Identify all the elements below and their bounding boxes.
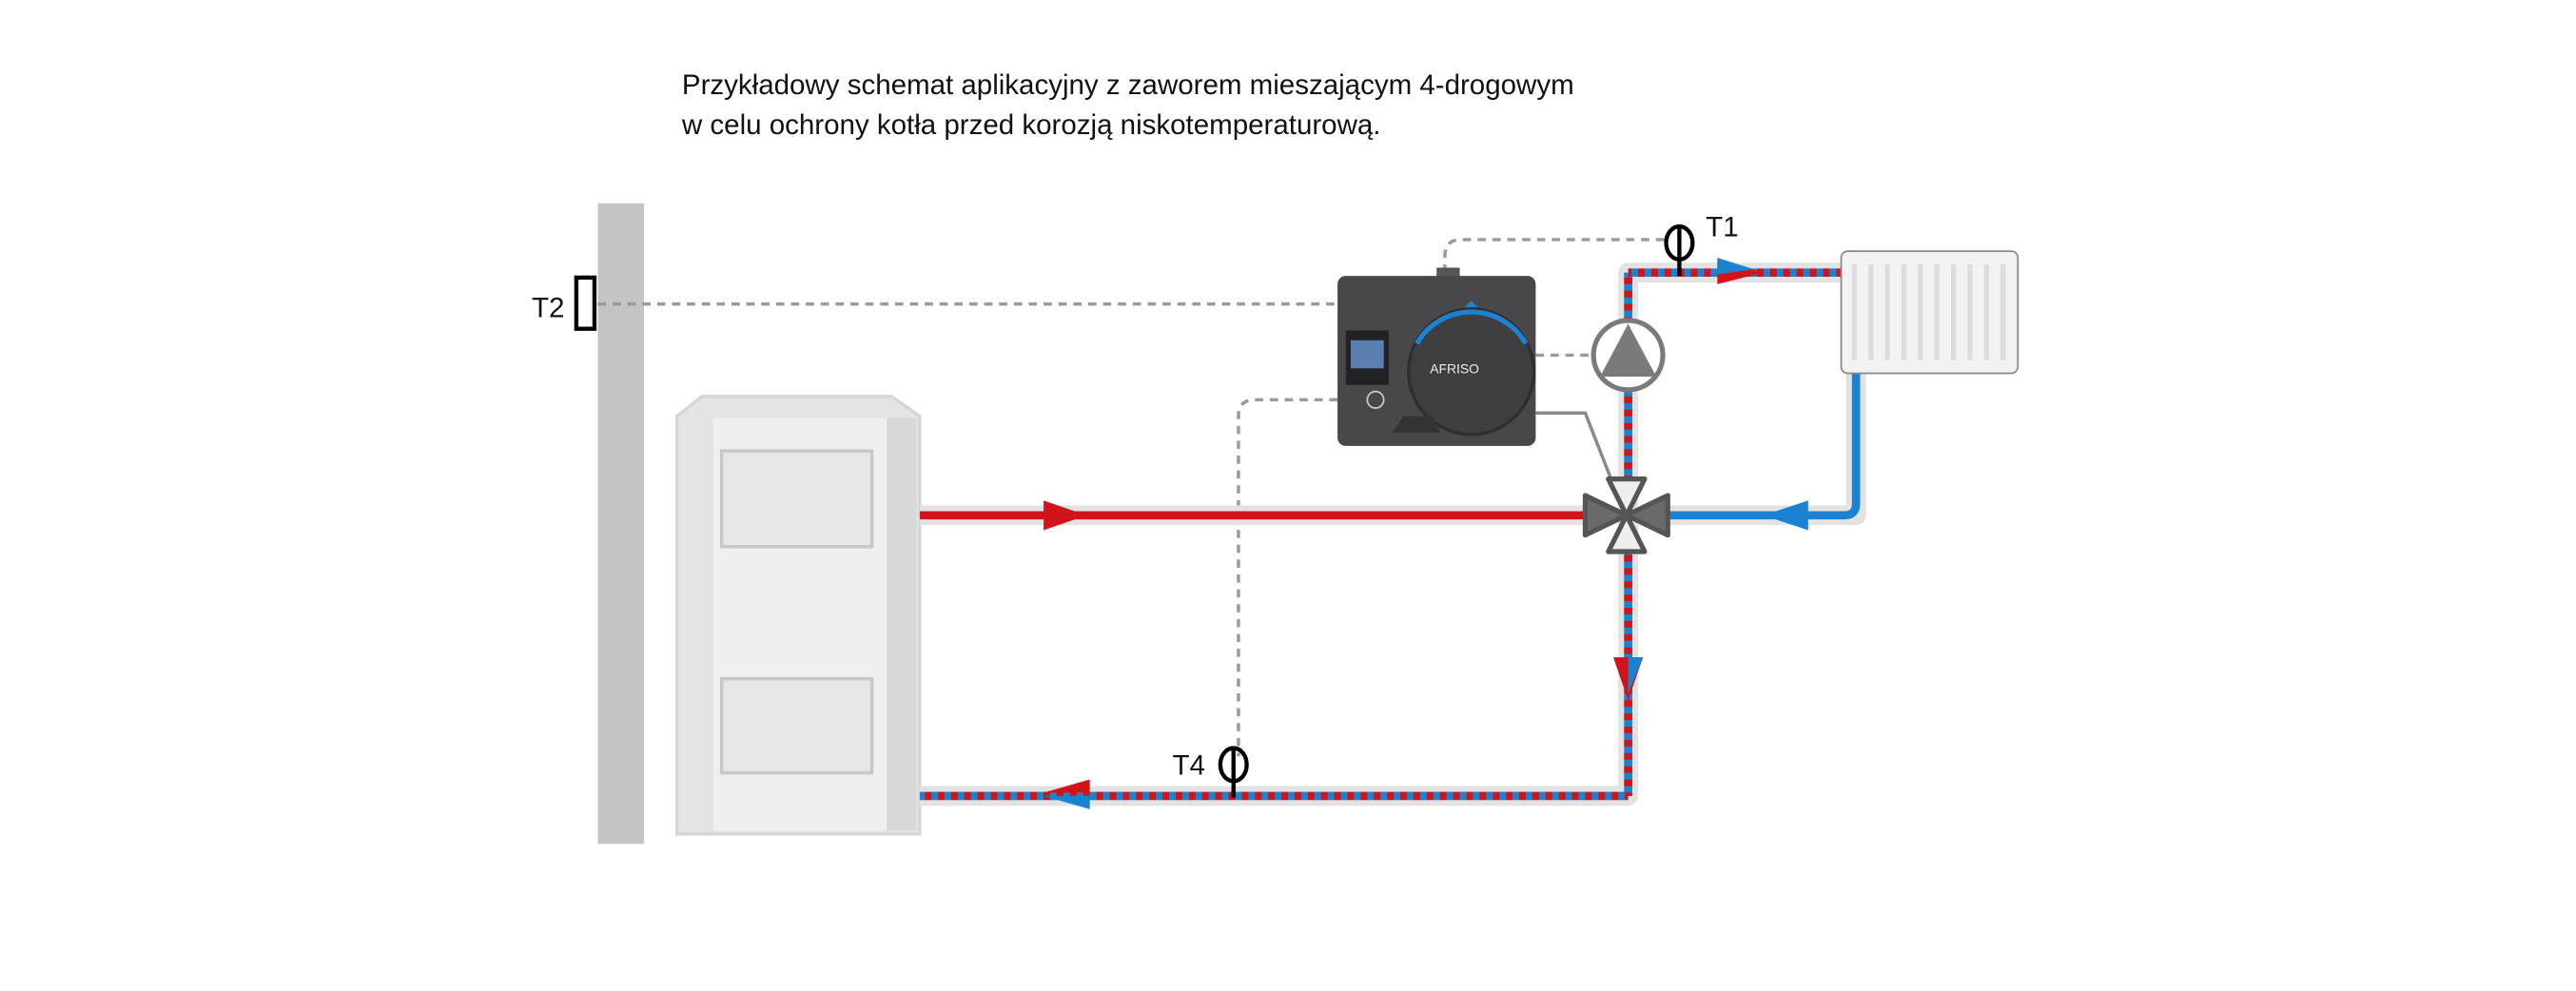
wall <box>597 203 644 845</box>
t1-label: T1 <box>1706 211 1738 243</box>
t4-label: T4 <box>1172 749 1204 781</box>
flow-arrow-icon <box>1763 500 1808 531</box>
mixing-valve-icon <box>1582 476 1670 554</box>
boiler <box>674 395 922 836</box>
return-pipe-cold <box>1659 373 1861 520</box>
afriso-logo: AFRISO <box>1430 361 1479 377</box>
actuator-link <box>1535 411 1617 490</box>
t1-sensor-icon <box>1664 223 1695 277</box>
pump-icon <box>1590 318 1666 393</box>
flow-arrow-icon <box>1628 657 1644 694</box>
title-line-2: w celu ochrony kotła przed korozją nisko… <box>681 109 1381 141</box>
t4-sensor-icon <box>1218 746 1249 798</box>
mixed-pipe-bottom <box>919 791 1629 801</box>
flow-arrow-icon <box>1044 500 1087 531</box>
flow-arrow-icon <box>1717 258 1754 275</box>
t2-sensor-icon <box>574 275 597 331</box>
t2-label: T2 <box>532 293 564 324</box>
title-line-1: Przykładowy schemat aplikacyjny z zawore… <box>682 69 1574 101</box>
radiator <box>1840 250 2020 375</box>
controller: AFRISO <box>1337 267 1536 446</box>
info-icon <box>1366 390 1385 409</box>
controller-knob <box>1406 307 1536 437</box>
signal-lines <box>597 238 1665 757</box>
